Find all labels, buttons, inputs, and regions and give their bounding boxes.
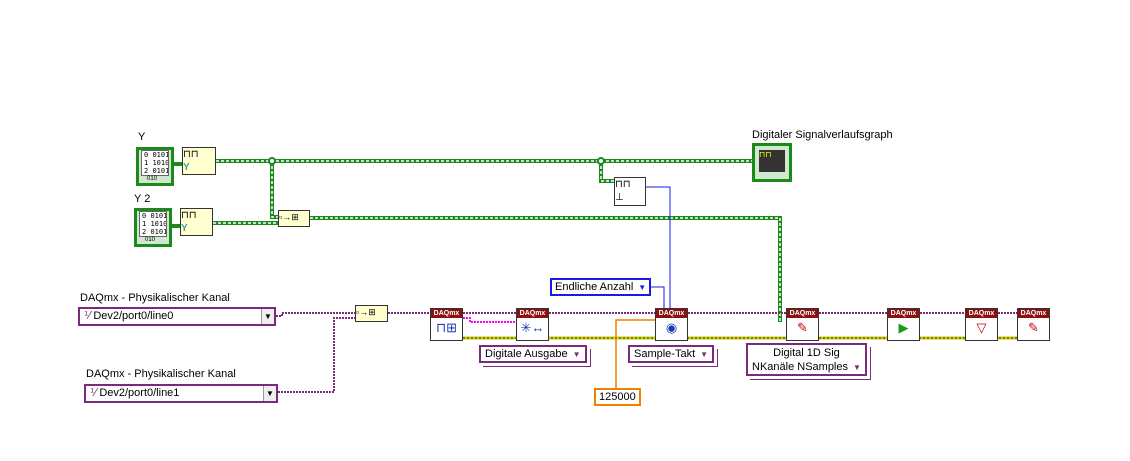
build-array-node-waveforms[interactable]: ▫→⊞ [278, 210, 310, 227]
get-waveform-timing-node[interactable]: ⊓⊓⊥ [614, 177, 646, 206]
task-wire-2 [278, 317, 355, 393]
physical-channel-control-2[interactable]: ⅟ Dev2/port0/line1▼ [84, 384, 278, 403]
channel-label-2: DAQmx - Physikalischer Kanal [86, 368, 236, 380]
graph-label: Digitaler Signalverlaufsgraph [752, 129, 893, 141]
enum-wire [646, 186, 671, 310]
array-label-y: Y [138, 131, 146, 143]
daqmx-timing-node[interactable]: DAQmx◉ [655, 308, 688, 341]
channel-label-1: DAQmx - Physikalischer Kanal [80, 292, 230, 304]
timing-type-ring[interactable]: Sample-Takt▼ [628, 345, 715, 363]
sample-mode-constant[interactable]: Endliche Anzahl▼ [550, 278, 652, 296]
build-waveform-node-2[interactable]: ⊓⊓Y [180, 208, 213, 236]
daqmx-clear-task-node[interactable]: DAQmx✎ [1017, 308, 1050, 341]
task-wire-1 [276, 312, 355, 317]
rate-constant[interactable]: 125000 [594, 388, 641, 406]
daqmx-create-task-node[interactable]: DAQmx✳↔ [516, 308, 549, 341]
array-tag: 010 [147, 176, 158, 182]
dropdown-arrow-icon: ▼ [261, 309, 274, 324]
waveform-wire-branch [270, 161, 278, 219]
physical-channel-control-1[interactable]: ⅟ Dev2/port0/line0▼ [78, 307, 276, 326]
build-array-node-channels[interactable]: ▫→⊞ [355, 305, 388, 322]
io-type-ring[interactable]: Digitale Ausgabe▼ [479, 345, 587, 363]
array-tag: 010 [145, 237, 156, 243]
daqmx-wait-until-done-node[interactable]: DAQmx▽ [965, 308, 998, 341]
dropdown-arrow-icon: ▼ [263, 386, 276, 401]
build-waveform-node-1[interactable]: ⊓⊓Y [182, 147, 216, 175]
daqmx-create-channel-node[interactable]: DAQmx⊓⊞ [430, 308, 463, 341]
digital-waveform-graph-indicator[interactable]: ⊓⊓ [752, 143, 792, 182]
daqmx-start-task-node[interactable]: DAQmx▶ [887, 308, 920, 341]
numeric-wire [615, 319, 655, 388]
daqmx-write-node[interactable]: DAQmx✎ [786, 308, 819, 341]
array-label-y2: Y 2 [134, 193, 151, 205]
